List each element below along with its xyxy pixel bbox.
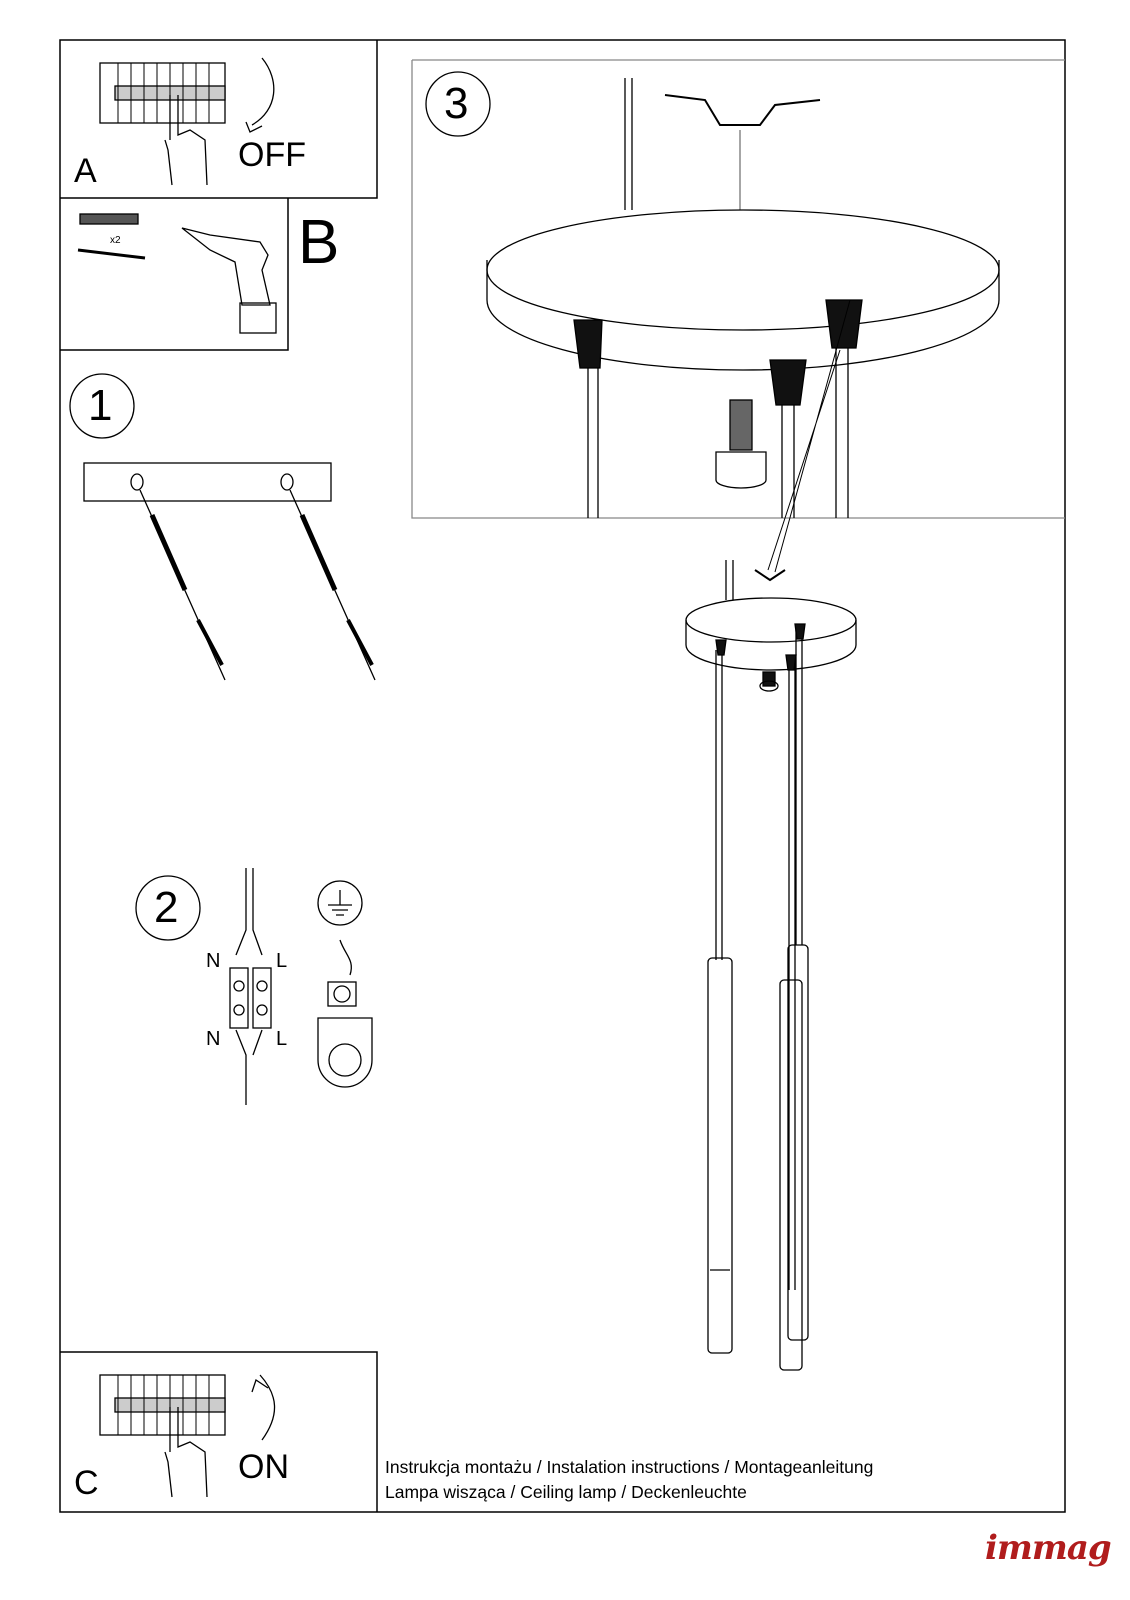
drill-icon [181, 227, 277, 334]
screw-and-plug-icon [139, 489, 376, 681]
breaker-panel-icon [99, 1374, 226, 1436]
panel-c-frame [60, 1351, 378, 1512]
live-label-bottom: L [276, 1028, 288, 1050]
panel-ab-frame [60, 40, 378, 351]
step-1-number: 1 [88, 381, 113, 430]
canopy-detail [486, 78, 1000, 573]
step-2-circle [135, 875, 201, 941]
mounting-bracket [83, 462, 332, 502]
breaker-panel-icon [99, 62, 226, 124]
step-1-circle [69, 373, 135, 439]
hand-icon [164, 1407, 208, 1498]
terminal-block-icon [229, 868, 272, 1105]
arrow-down-icon [245, 57, 275, 133]
neutral-label-bottom: N [206, 1028, 221, 1050]
panel-c-label: C [74, 1464, 99, 1502]
step-3-circle [425, 71, 491, 137]
footer-product-type: Lampa wisząca / Ceiling lamp / Deckenleu… [385, 1482, 747, 1502]
ground-terminal-icon [317, 880, 373, 1088]
pendant-lamp-drawing [685, 560, 857, 1371]
footer-instructions-title: Instrukcja montażu / Instalation instruc… [385, 1457, 874, 1477]
quantity-label: x2 [110, 235, 121, 246]
immag-logo: immag [985, 1528, 1112, 1568]
arrow-up-icon [251, 1374, 276, 1441]
off-label: OFF [238, 136, 306, 174]
step-2-number: 2 [154, 883, 179, 932]
panel-3-frame [411, 59, 1065, 519]
panel-a-label: A [74, 152, 97, 190]
page-frame [59, 39, 1066, 1513]
neutral-label-top: N [206, 950, 221, 972]
on-label: ON [238, 1448, 289, 1486]
live-label-top: L [276, 950, 288, 972]
wall-plug-icon [77, 213, 146, 260]
hand-icon [164, 95, 208, 186]
step-3-number: 3 [444, 79, 469, 128]
panel-b-label: B [298, 208, 340, 277]
